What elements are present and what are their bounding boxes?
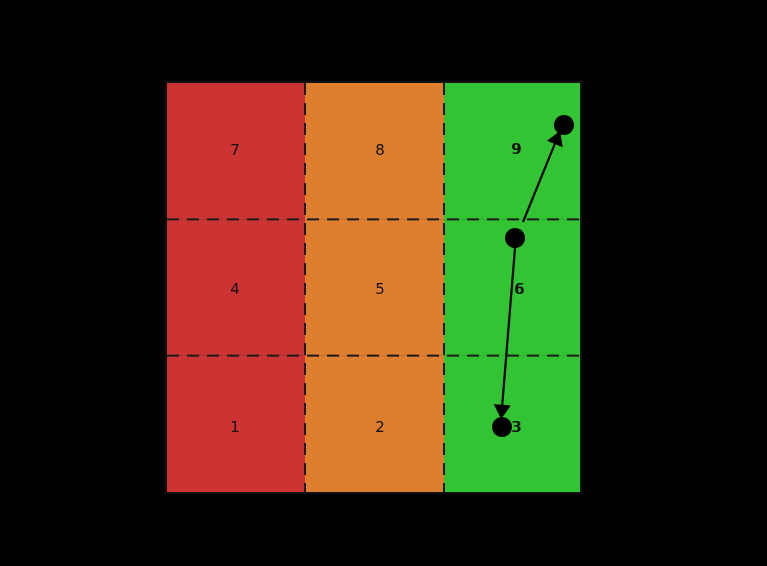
cell-label-9: 9 xyxy=(512,140,522,158)
cell-label-8: 8 xyxy=(375,141,385,159)
label-9: 9 xyxy=(511,140,521,158)
cell-label-2: 2 xyxy=(375,418,385,436)
cell-bg-5[interactable] xyxy=(305,219,444,356)
cell-label-3: 3 xyxy=(512,418,522,436)
trajectory-arrows xyxy=(493,130,563,419)
cell-bg-3[interactable] xyxy=(444,355,580,492)
cell-bg-2[interactable] xyxy=(305,355,444,492)
cell-bg-8[interactable] xyxy=(305,83,444,220)
gridworld-plot[interactable]: 7 8 9 4 5 6 1 2 3 xyxy=(165,81,582,494)
cell-label-7: 7 xyxy=(230,141,240,159)
cell-backgrounds xyxy=(167,83,580,492)
cell-label-1: 1 xyxy=(230,418,240,436)
agent-markers xyxy=(492,115,574,437)
marker-top-dot[interactable] xyxy=(554,115,574,135)
cell-bg-1[interactable] xyxy=(167,355,305,492)
label-3: 3 xyxy=(511,418,521,436)
gridlines xyxy=(167,83,580,492)
label-6: 6 xyxy=(514,280,524,298)
floating-labels: 9 6 3 xyxy=(511,140,524,436)
cell-bg-9[interactable] xyxy=(444,83,580,220)
gridworld-svg: 7 8 9 4 5 6 1 2 3 xyxy=(167,83,580,492)
cell-label-4: 4 xyxy=(230,280,240,298)
cell-bg-7[interactable] xyxy=(167,83,305,220)
marker-bottom-dot[interactable] xyxy=(492,417,512,437)
cell-label-5: 5 xyxy=(375,280,385,298)
cell-label-6: 6 xyxy=(515,280,525,298)
cell-bg-4[interactable] xyxy=(167,219,305,356)
cell-labels: 7 8 9 4 5 6 1 2 3 xyxy=(230,140,525,436)
marker-middle-dot[interactable] xyxy=(505,228,525,248)
arrow-up-to-9 xyxy=(521,130,563,223)
arrow-down-to-3 xyxy=(493,247,517,419)
